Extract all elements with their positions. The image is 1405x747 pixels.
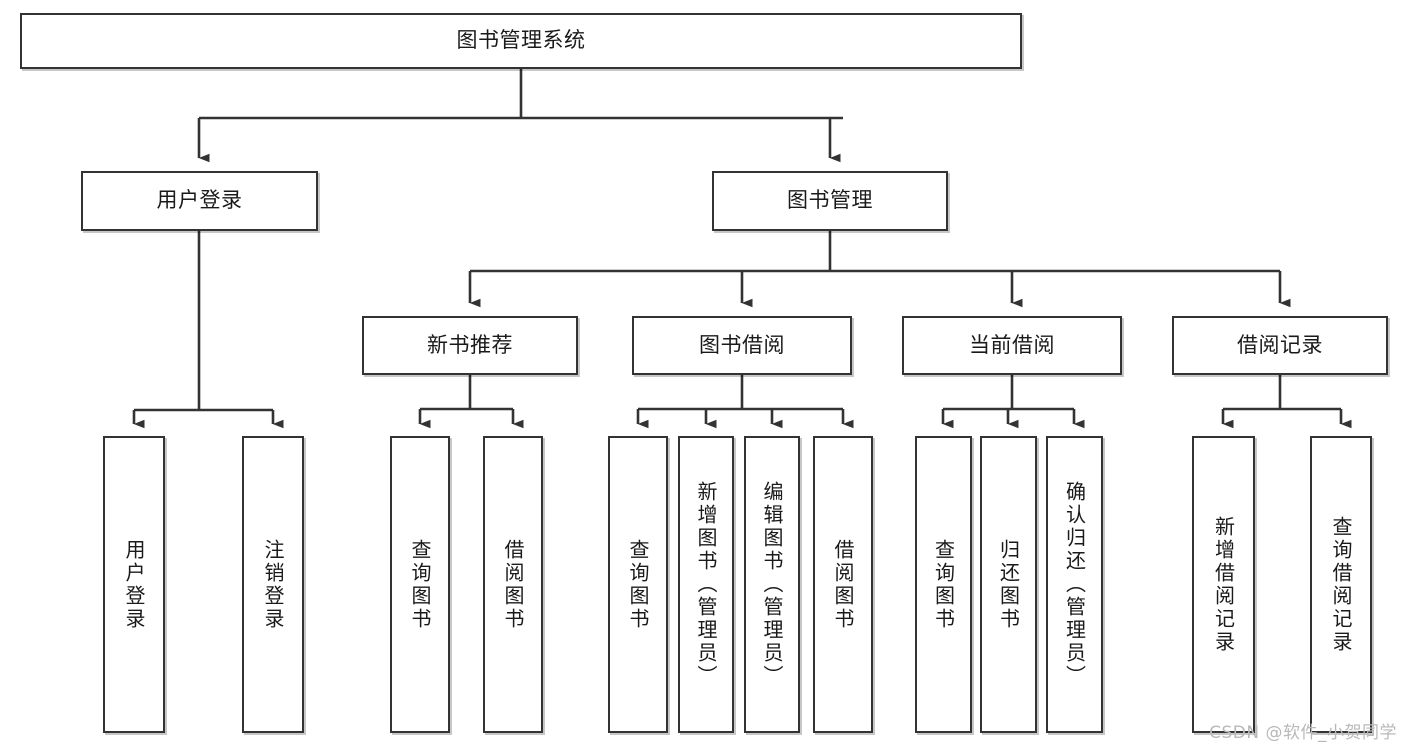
node-leaf-query-book-borrow[interactable]: 查询图书: [608, 436, 668, 733]
node-leaf-borrow-book-label: 借阅图书: [831, 538, 855, 631]
node-leaf-user-logout-label: 注销登录: [261, 538, 285, 631]
node-leaf-query-record-label: 查询借阅记录: [1329, 515, 1353, 654]
edge-book-manage-bus: [470, 231, 1280, 273]
node-leaf-query-book-current-label: 查询图书: [931, 538, 956, 631]
node-borrow-record-label: 借阅记录: [1237, 332, 1323, 357]
node-leaf-return-book[interactable]: 归还图书: [980, 436, 1037, 733]
node-leaf-return-book-label: 归还图书: [996, 538, 1021, 631]
node-leaf-user-login[interactable]: 用户登录: [103, 436, 165, 733]
node-leaf-confirm-return[interactable]: 确认归还（管理员）: [1046, 436, 1103, 733]
node-current-borrow[interactable]: 当前借阅: [902, 316, 1122, 375]
node-leaf-query-book-borrow-label: 查询图书: [626, 538, 650, 631]
node-book-borrow[interactable]: 图书借阅: [632, 316, 852, 375]
node-leaf-edit-book-label: 编辑图书（管理员）: [760, 481, 784, 688]
node-current-borrow-label: 当前借阅: [969, 332, 1055, 357]
edge-borrow-record-bus: [1223, 375, 1341, 411]
edge-new-book-rec-bus: [420, 375, 513, 411]
node-leaf-query-book-rec[interactable]: 查询图书: [390, 436, 450, 733]
node-root-label: 图书管理系统: [456, 28, 586, 53]
node-root[interactable]: 图书管理系统: [20, 13, 1022, 69]
node-book-manage-label: 图书管理: [787, 188, 873, 213]
node-leaf-borrow-book-rec-label: 借阅图书: [501, 538, 525, 631]
node-leaf-add-book[interactable]: 新增图书（管理员）: [678, 436, 734, 733]
node-leaf-borrow-book[interactable]: 借阅图书: [813, 436, 873, 733]
node-book-manage[interactable]: 图书管理: [712, 171, 948, 231]
node-book-borrow-label: 图书借阅: [699, 332, 785, 357]
node-leaf-add-record[interactable]: 新增借阅记录: [1192, 436, 1255, 733]
node-new-book-rec[interactable]: 新书推荐: [362, 316, 578, 375]
node-leaf-query-book-rec-label: 查询图书: [408, 538, 432, 631]
edge-book-borrow-bus: [638, 375, 843, 411]
edge-user-login-bus: [134, 231, 273, 412]
node-leaf-borrow-book-rec[interactable]: 借阅图书: [483, 436, 543, 733]
node-leaf-confirm-return-label: 确认归还（管理员）: [1062, 481, 1087, 688]
node-leaf-add-book-label: 新增图书（管理员）: [694, 481, 718, 688]
node-new-book-rec-label: 新书推荐: [427, 332, 513, 357]
node-leaf-user-logout[interactable]: 注销登录: [242, 436, 304, 733]
node-leaf-query-record[interactable]: 查询借阅记录: [1310, 436, 1372, 733]
node-user-login[interactable]: 用户登录: [81, 171, 318, 231]
edge-root-bus: [199, 69, 843, 120]
node-user-login-label: 用户登录: [156, 188, 243, 213]
node-leaf-user-login-label: 用户登录: [122, 538, 146, 631]
node-leaf-edit-book[interactable]: 编辑图书（管理员）: [744, 436, 800, 733]
node-borrow-record[interactable]: 借阅记录: [1172, 316, 1388, 375]
edge-current-borrow-bus: [943, 375, 1074, 411]
node-leaf-add-record-label: 新增借阅记录: [1211, 515, 1236, 654]
watermark-text: CSDN @软件_小贺同学: [1209, 723, 1397, 743]
node-leaf-query-book-current[interactable]: 查询图书: [915, 436, 972, 733]
